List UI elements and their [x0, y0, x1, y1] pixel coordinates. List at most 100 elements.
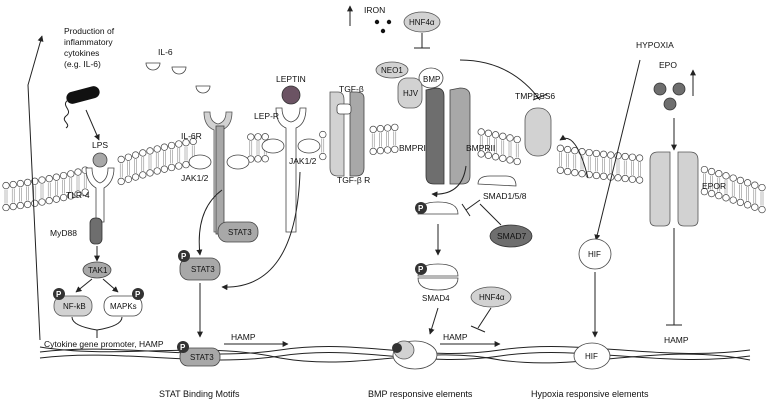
- production-line-4: (e.g. IL-6): [64, 59, 101, 69]
- lipid-head: [23, 178, 32, 187]
- stat3-dna-label: STAT3: [190, 353, 214, 362]
- lipid-tail: [739, 184, 742, 199]
- lps-ligand: [92, 152, 108, 168]
- lipid-tail: [703, 173, 706, 188]
- lipid-tail: [731, 182, 735, 197]
- lipid-head: [391, 123, 399, 132]
- tlr4-label: TLR-4: [66, 190, 90, 200]
- lipid-head: [736, 198, 745, 207]
- lipid-head: [74, 190, 82, 198]
- lipid-head: [477, 150, 485, 158]
- bmpri-label: BMPRI: [399, 143, 426, 153]
- lipid-tail: [508, 141, 512, 156]
- lipid-head: [614, 174, 622, 182]
- p-stat3-shape: [179, 257, 221, 281]
- smad7-label: SMAD7: [497, 231, 527, 241]
- il6-ligand: [195, 85, 211, 94]
- svg-text:P: P: [418, 265, 424, 274]
- il6-label: IL-6: [158, 47, 173, 57]
- svg-text:P: P: [135, 290, 141, 299]
- lipid-tail: [631, 161, 634, 176]
- tmprss6-label: TMPRSS6: [515, 91, 555, 101]
- bmp-label: BMP: [423, 75, 440, 84]
- hif-dna-label: HIF: [585, 352, 598, 361]
- lipid-head: [153, 145, 161, 153]
- lipid-head: [45, 197, 53, 205]
- lipid-tail: [501, 140, 505, 155]
- lipid-head: [599, 150, 608, 158]
- lipid-head: [2, 203, 10, 212]
- myd88-label: MyD88: [50, 228, 77, 238]
- lipid-head: [175, 162, 183, 170]
- lipid-tail: [249, 141, 253, 156]
- lipid-head: [499, 132, 507, 140]
- lipid-head: [9, 202, 17, 211]
- stat3-dna-shape: [179, 347, 221, 367]
- lipid-tail: [47, 182, 51, 197]
- lipid-head: [74, 168, 82, 176]
- lipid-head: [59, 171, 68, 180]
- lipid-head: [160, 143, 169, 151]
- tak1-shape: [82, 261, 112, 279]
- lipid-head: [167, 163, 176, 172]
- lipid-head: [59, 193, 68, 202]
- lipid-head: [319, 130, 327, 139]
- lipid-head: [585, 148, 593, 157]
- lipid-tail: [393, 131, 397, 146]
- lipid-head: [182, 138, 190, 147]
- phospho-icon: P: [177, 341, 189, 353]
- lipid-tail: [494, 138, 497, 153]
- production-line-1: Production of: [64, 26, 115, 36]
- lipid-tail: [379, 132, 382, 147]
- lipid-head: [175, 140, 183, 148]
- lipid-head: [153, 167, 161, 175]
- lipid-head: [599, 172, 608, 180]
- lps-label: LPS: [92, 140, 108, 150]
- lipid-tail: [119, 163, 123, 178]
- lipid-tail: [155, 152, 159, 167]
- lipid-head: [707, 167, 716, 176]
- lipid-tail: [609, 159, 613, 174]
- hif-upper-label: HIF: [588, 250, 601, 259]
- lipid-head: [484, 151, 493, 159]
- bmprii-label: BMPRII: [466, 143, 495, 153]
- leptin-label: LEPTIN: [276, 74, 306, 84]
- lipid-head: [383, 124, 392, 132]
- production-line-3: cytokines: [64, 48, 99, 58]
- lipid-head: [491, 131, 500, 139]
- lipid-head: [81, 188, 89, 196]
- hnf4a-top-label: HNF4α: [409, 18, 435, 27]
- lipid-tail: [587, 156, 591, 171]
- hjv-shape: [397, 77, 423, 109]
- lipid-head: [182, 160, 190, 169]
- bacterium-icon: [63, 86, 100, 129]
- lipid-tail: [753, 189, 757, 204]
- phospho-icon: P: [53, 288, 65, 300]
- lipid-head: [484, 129, 493, 137]
- lipid-head: [607, 151, 615, 159]
- lipid-head: [592, 171, 601, 180]
- lipid-head: [369, 125, 377, 134]
- lipid-head: [117, 177, 125, 186]
- lipid-tail: [746, 186, 749, 201]
- iron-dot: [374, 19, 380, 25]
- lipid-tail: [55, 181, 58, 196]
- lipid-head: [391, 145, 399, 154]
- lipid-head: [160, 165, 169, 173]
- p-stat3-label: STAT3: [191, 265, 215, 274]
- lipid-head: [729, 174, 737, 182]
- lipid-head: [635, 154, 644, 162]
- lipid-tail: [616, 159, 620, 174]
- lipid-tail: [69, 177, 73, 192]
- smad158-shape: [477, 175, 517, 187]
- lipid-head: [635, 176, 644, 184]
- lipid-tail: [127, 161, 130, 176]
- production-line-2: inflammatory: [64, 37, 113, 47]
- lipid-head: [751, 181, 759, 189]
- lipid-head: [45, 175, 53, 183]
- lipid-head: [628, 175, 637, 183]
- lipid-head: [139, 149, 147, 157]
- jak-shape: [261, 138, 285, 154]
- nfkb-shape: [53, 295, 93, 317]
- lipid-head: [31, 177, 39, 185]
